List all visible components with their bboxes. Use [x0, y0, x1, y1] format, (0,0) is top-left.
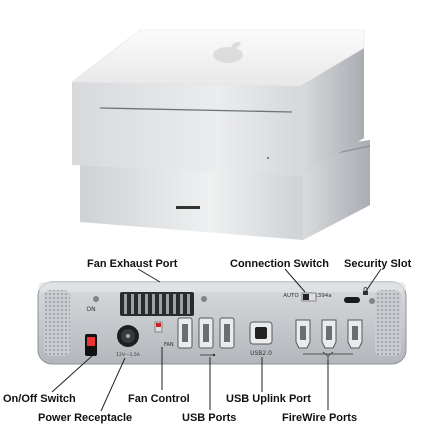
fw1394a-label: 1394a	[314, 293, 331, 299]
label-power-receptacle: Power Receptacle	[38, 412, 133, 424]
label-security-slot: Security Slot	[344, 258, 412, 270]
on-off-switch[interactable]	[85, 334, 97, 356]
power-receptacle[interactable]	[117, 325, 139, 347]
on-label: ON	[86, 306, 95, 313]
rear-panel: ON 12V---1.5A	[37, 281, 407, 365]
firewire-port[interactable]	[295, 319, 311, 349]
status-light	[267, 157, 269, 159]
label-connection-switch: Connection Switch	[230, 258, 329, 270]
label-fan-control: Fan Control	[128, 393, 190, 405]
auto-label: AUTO	[283, 293, 299, 299]
usb2-label: USB2.0	[250, 350, 272, 357]
usb-port[interactable]	[177, 317, 193, 349]
base-front-slot	[176, 206, 200, 209]
security-slot[interactable]	[344, 297, 360, 303]
fan-label: FAN	[164, 342, 174, 348]
label-usb-uplink-port: USB Uplink Port	[226, 393, 311, 405]
apple-logo-icon	[213, 41, 243, 63]
optical-drive-slot	[99, 107, 293, 113]
firewire-symbol-icon	[303, 351, 353, 360]
stacked-device	[71, 29, 371, 240]
usb-ports[interactable]	[177, 317, 235, 349]
firewire-port[interactable]	[347, 319, 363, 349]
computer-body	[72, 48, 364, 176]
label-fan-exhaust-port: Fan Exhaust Port	[87, 258, 178, 270]
screw-mid	[201, 296, 207, 302]
fan-exhaust-port	[120, 292, 194, 316]
firewire-port[interactable]	[321, 319, 337, 349]
screw-right	[369, 298, 375, 304]
fan-control-switch[interactable]	[154, 321, 163, 333]
connection-switch[interactable]	[301, 292, 317, 302]
leader-lines	[51, 268, 382, 412]
label-on-off-switch: On/Off Switch	[3, 393, 76, 405]
usb-port[interactable]	[198, 317, 214, 349]
left-vent-grille	[44, 290, 70, 356]
screw-left	[93, 296, 99, 302]
label-firewire-ports: FireWire Ports	[282, 412, 358, 424]
firewire-ports[interactable]	[295, 319, 363, 349]
usb-symbol-icon	[200, 353, 216, 357]
usb-port[interactable]	[219, 317, 235, 349]
usb-uplink-port[interactable]	[249, 321, 273, 345]
right-vent-grille	[375, 290, 401, 356]
label-usb-ports: USB Ports	[182, 412, 237, 424]
power-rating-label: 12V---1.5A	[116, 352, 141, 358]
